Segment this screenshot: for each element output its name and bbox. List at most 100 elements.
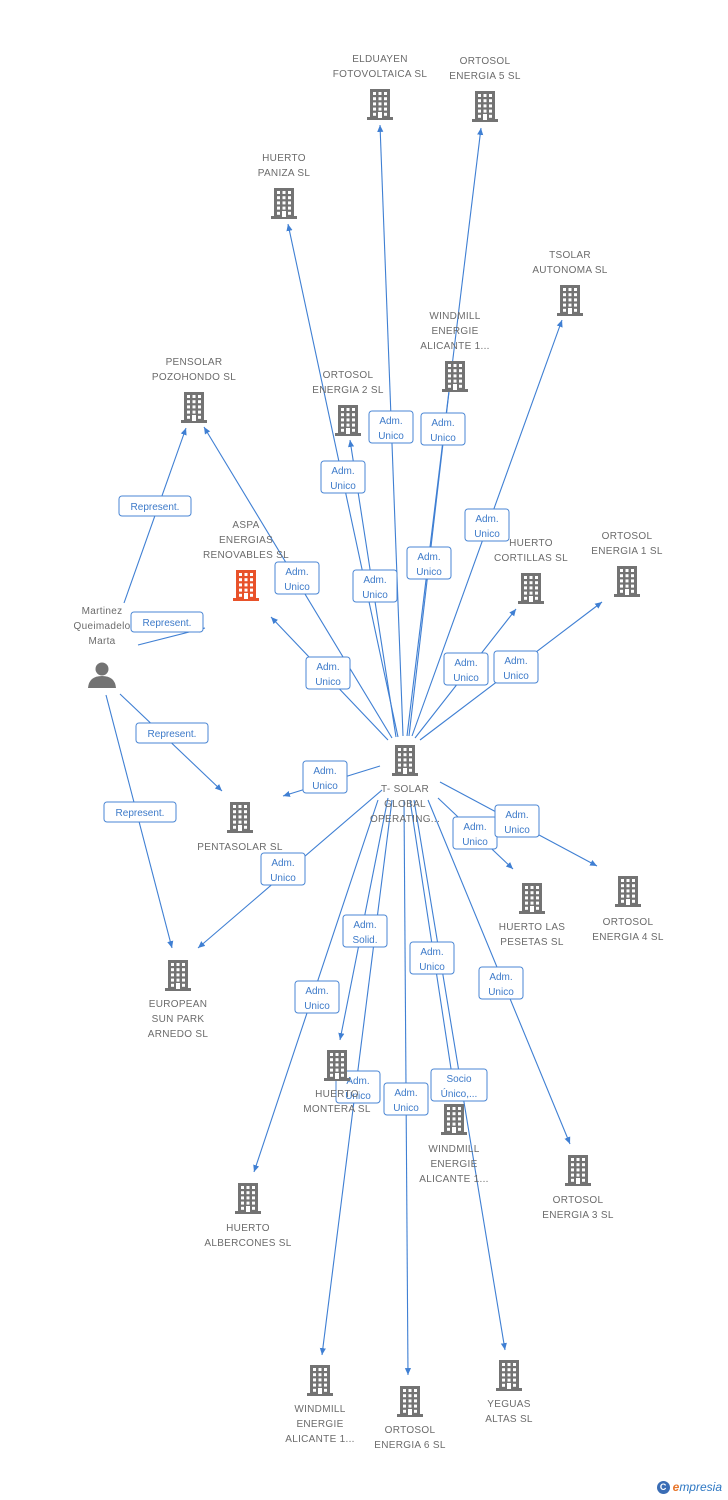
edge-label-box	[135, 722, 209, 744]
edge-label-center-tsolar[interactable]: Adm.Unico	[464, 508, 510, 542]
copyright-icon: C	[656, 1480, 670, 1494]
building-icon	[557, 285, 583, 316]
building-icon	[615, 876, 641, 907]
edge-label-text: Adm.	[431, 418, 454, 429]
edge-label-center-ortosol3[interactable]: Adm.Unico	[478, 966, 524, 1000]
edge-label-center-montera[interactable]: Adm.Solid.	[342, 914, 388, 948]
building-icon	[397, 1386, 423, 1417]
node-elduayen[interactable]: ELDUAYEN FOTOVOLTAICA SL	[333, 54, 428, 120]
edge-label-text: Adm.	[417, 552, 440, 563]
edge-label-center-windmill2[interactable]: Adm. Unico	[409, 941, 455, 975]
edge-label-center-windmill1[interactable]: Adm. Unico	[406, 546, 452, 580]
edge-label-text: Adm.	[489, 972, 512, 983]
edge-label-text: Adm.	[463, 822, 486, 833]
brand-logo: C empresia	[656, 1480, 722, 1494]
edge-label-center-albercones[interactable]: Adm.Unico	[294, 980, 340, 1014]
edge-label-text: Adm.	[331, 466, 354, 477]
edge-label-text: Unico	[362, 590, 388, 601]
edge-label-text: Unico	[416, 567, 442, 578]
edge-label-person-pentasolar[interactable]: Represent.	[135, 722, 209, 744]
node-label: POZOHONDO SL	[152, 372, 236, 383]
node-label: ARNEDO SL	[148, 1029, 209, 1040]
node-label: ALICANTE 1...	[285, 1434, 354, 1445]
edge-label-person-pensolar[interactable]: Represent.	[118, 495, 192, 517]
node-label: OPERATING...	[370, 814, 440, 825]
node-center[interactable]: T- SOLARGLOBALOPERATING...	[370, 745, 440, 825]
edge-label-center-ortosol6[interactable]: Adm.Unico	[383, 1082, 429, 1116]
edge-label-text: Unico	[270, 873, 296, 884]
building-icon	[165, 960, 191, 991]
node-label: FOTOVOLTAICA SL	[333, 69, 428, 80]
building-icon	[442, 361, 468, 392]
edge-label-center-pesetas[interactable]: Adm.Unico	[452, 816, 498, 850]
edge-label-center-elduayen[interactable]: Adm.Unico	[368, 410, 414, 444]
edge-label-box	[320, 460, 366, 494]
edge-label-text: Represent.	[116, 808, 165, 819]
edge-label-center-ortosol4[interactable]: Adm.Unico	[494, 804, 540, 838]
edge-label-center-yeguas[interactable]: SocioÚnico,...	[430, 1068, 488, 1102]
edge-label-text: Adm.	[420, 947, 443, 958]
edge-label-center-ortosol5[interactable]: Adm.Unico	[420, 412, 466, 446]
edge-label-center-pentasolar[interactable]: Adm.Unico	[302, 760, 348, 794]
edge-label-center-aspa[interactable]: Adm.Unico	[305, 656, 351, 690]
node-label: ENERGIAS	[219, 535, 273, 546]
edge-labels-layer: Adm.UnicoAdm.UnicoAdm.UnicoAdm.UnicoAdm.…	[103, 410, 540, 1116]
edge-label-box	[302, 760, 348, 794]
edge-label-person-aspa[interactable]: Represent.	[130, 611, 204, 633]
node-label: HUERTO	[226, 1223, 270, 1234]
nodes-layer: T- SOLARGLOBALOPERATING...ELDUAYENFOTOVO…	[74, 54, 664, 1451]
edge-label-text: Unico	[312, 781, 338, 792]
edge-label-text: Adm.	[363, 575, 386, 586]
edge-label-text: Represent.	[131, 502, 180, 513]
node-label: HUERTO	[262, 153, 306, 164]
node-label: RENOVABLES SL	[203, 550, 289, 561]
edge-label-center-pensolar[interactable]: Adm.Unico	[274, 561, 320, 595]
edge-label-center-cortillas[interactable]: Adm.Unico	[443, 652, 489, 686]
edge-label-center-ortosol2[interactable]: Adm. Unico	[352, 569, 398, 603]
node-pentasolar[interactable]: PENTASOLAR SL	[197, 802, 283, 853]
node-label: HUERTO	[315, 1089, 359, 1100]
node-label: ALICANTE 1...	[420, 341, 489, 352]
node-label: CORTILLAS SL	[494, 553, 568, 564]
brand-name: mpresia	[679, 1480, 722, 1494]
node-label: ELDUAYEN	[352, 54, 408, 65]
edge-label-text: Adm.	[379, 416, 402, 427]
edge-label-center-paniza[interactable]: Adm.Unico	[320, 460, 366, 494]
node-label: TSOLAR	[549, 250, 591, 261]
edge-label-text: Represent.	[143, 618, 192, 629]
edge-label-box	[420, 412, 466, 446]
node-label: WINDMILL	[428, 1144, 479, 1155]
edge-label-text: Adm.	[504, 656, 527, 667]
edge-label-person-european[interactable]: Represent.	[103, 801, 177, 823]
edge-label-box	[118, 495, 192, 517]
edge-label-text: Represent.	[148, 729, 197, 740]
edge-label-text: Unico	[304, 1001, 330, 1012]
edge-label-center-ortosol1[interactable]: Adm.Unico	[493, 650, 539, 684]
edge-label-text: Unico	[419, 962, 445, 973]
node-label: ENERGIA 3 SL	[542, 1210, 614, 1221]
building-icon	[307, 1365, 333, 1396]
node-label: GLOBAL	[384, 799, 426, 810]
node-label: SUN PARK	[152, 1014, 205, 1025]
edge-label-center-european[interactable]: Adm.Unico	[260, 852, 306, 886]
